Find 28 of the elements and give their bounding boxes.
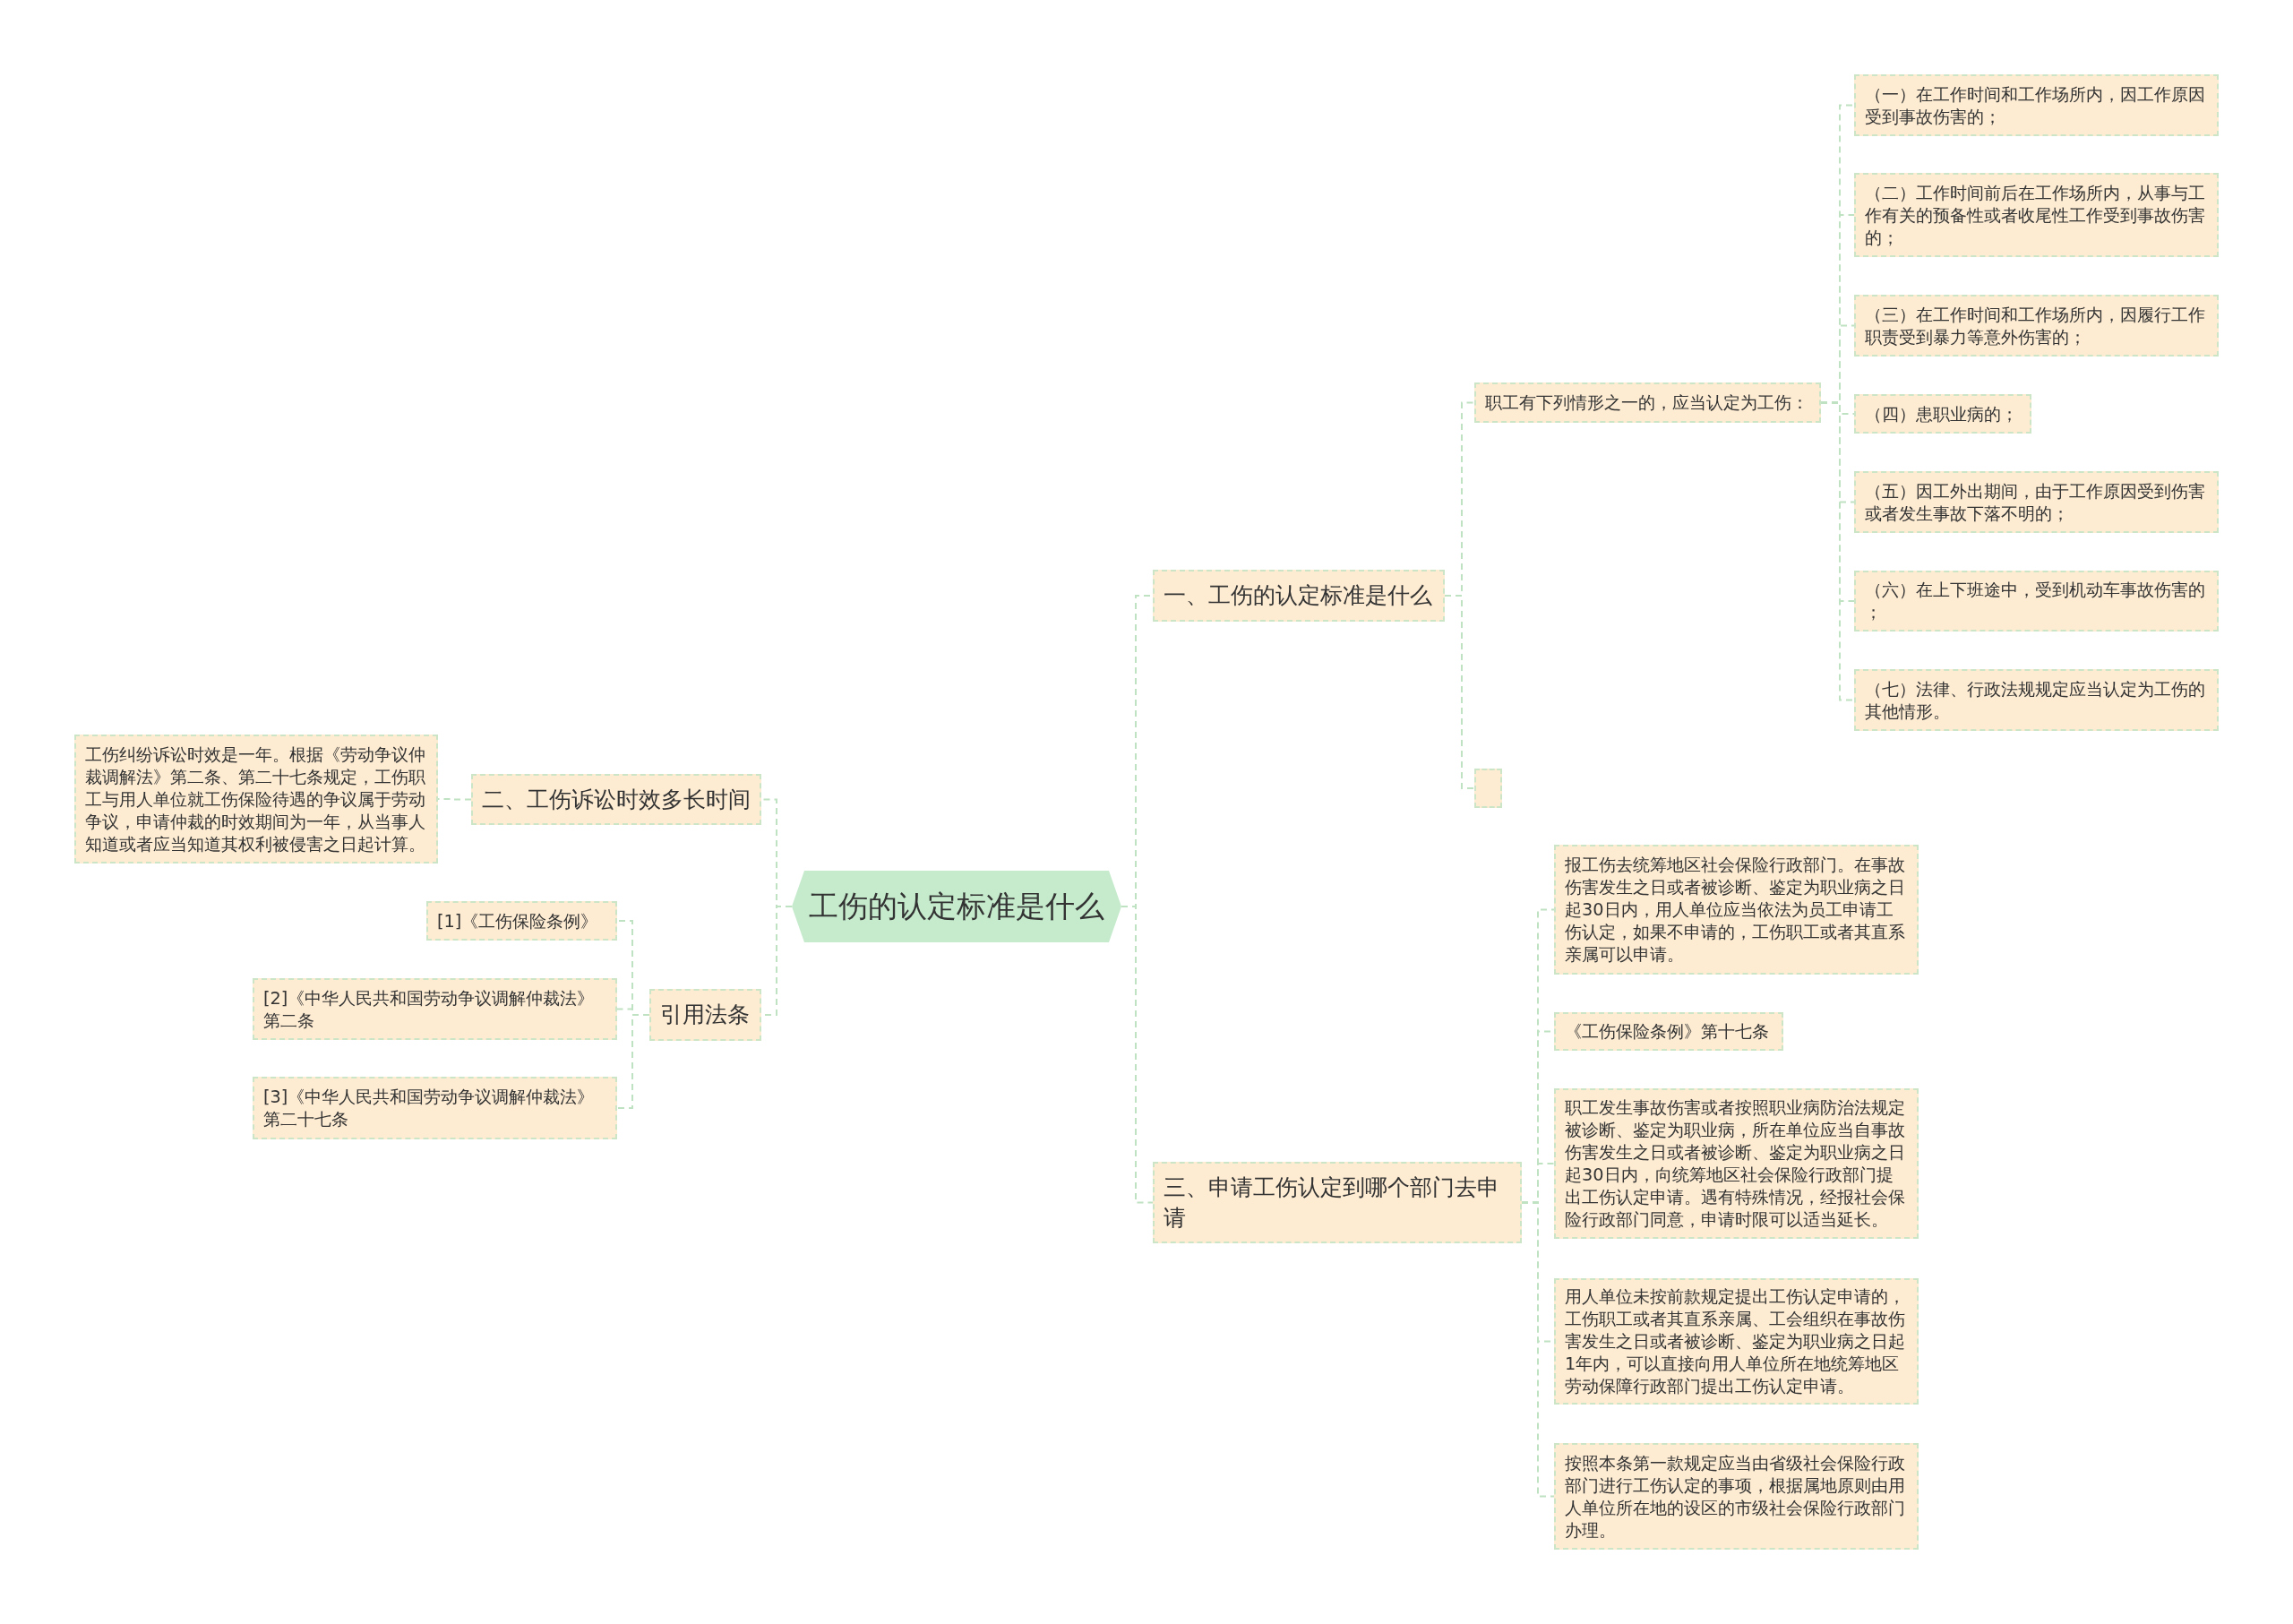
note-box: [1]《工伤保险条例》 bbox=[426, 901, 617, 941]
note-box: 报工伤去统筹地区社会保险行政部门。在事故伤害发生之日或者被诊断、鉴定为职业病之日起30日内，用人单位应当依法为员工申请工伤认定，如果不申请的，工伤职工或者其直系亲属可以申请。 bbox=[1554, 845, 1919, 975]
note-box: （六）在上下班途中，受到机动车事故伤害的； bbox=[1854, 571, 2219, 632]
connector-line bbox=[1820, 401, 1855, 701]
central-topic-hexagon: 工伤的认定标准是什么 bbox=[792, 871, 1121, 942]
note-box: （七）法律、行政法规规定应当认定为工伤的其他情形。 bbox=[1854, 669, 2219, 731]
connector-line bbox=[1121, 906, 1154, 1204]
topic-box: 一、工伤的认定标准是什么 bbox=[1153, 570, 1445, 622]
topic-box: 引用法条 bbox=[649, 989, 761, 1041]
empty-box bbox=[1474, 769, 1502, 808]
connector-line bbox=[616, 1014, 650, 1109]
note-box: [2]《中华人民共和国劳动争议调解仲裁法》第二条 bbox=[253, 978, 617, 1040]
note-box: （五）因工外出期间，由于工作原因受到伤害或者发生事故下落不明的； bbox=[1854, 471, 2219, 533]
topic-box: 三、申请工伤认定到哪个部门去申请 bbox=[1153, 1162, 1522, 1243]
note-box: （一）在工作时间和工作场所内，因工作原因受到事故伤害的； bbox=[1854, 74, 2219, 136]
note-box: （三）在工作时间和工作场所内，因履行工作职责受到暴力等意外伤害的； bbox=[1854, 295, 2219, 357]
note-box: 工伤纠纷诉讼时效是一年。根据《劳动争议仲裁调解法》第二条、第二十七条规定，工伤职工与用人单位就工伤保险待遇的争议属于劳动争议，申请仲裁的时效期间为一年，从当事人知道或者应当知道其权利被侵害之日起计算。 bbox=[74, 735, 438, 864]
topic-box: 二、工伤诉讼时效多长时间 bbox=[471, 774, 761, 825]
connector-line bbox=[1521, 1201, 1555, 1498]
note-box: （二）工作时间前后在工作场所内，从事与工作有关的预备性或者收尾性工作受到事故伤害的； bbox=[1854, 173, 2219, 257]
note-box: 《工伤保险条例》第十七条 bbox=[1554, 1012, 1783, 1051]
subtopic-box: 职工有下列情形之一的，应当认定为工伤： bbox=[1474, 382, 1821, 423]
note-box: （四）患职业病的； bbox=[1854, 394, 2031, 434]
note-box: 用人单位未按前款规定提出工伤认定申请的，工伤职工或者其直系亲属、工会组织在事故伤害发生之日或者被诊断、鉴定为职业病之日起1年内，可以直接向用人单位所在地统筹地区劳动保障行政部门提出工伤认定申请。 bbox=[1554, 1278, 1919, 1405]
note-box: [3]《中华人民共和国劳动争议调解仲裁法》第二十七条 bbox=[253, 1077, 617, 1139]
connector-line bbox=[1444, 595, 1475, 789]
note-box: 按照本条第一款规定应当由省级社会保险行政部门进行工伤认定的事项，根据属地原则由用人单位所在地的设区的市级社会保险行政部门办理。 bbox=[1554, 1443, 1919, 1550]
note-box: 职工发生事故伤害或者按照职业病防治法规定被诊断、鉴定为职业病，所在单位应当自事故伤害发生之日或者被诊断、鉴定为职业病之日起30日内，向统筹地区社会保险行政部门提出工伤认定申请。遇有特殊情况，经报社会保险行政部门同意，申请时限可以适当延长。 bbox=[1554, 1088, 1919, 1239]
